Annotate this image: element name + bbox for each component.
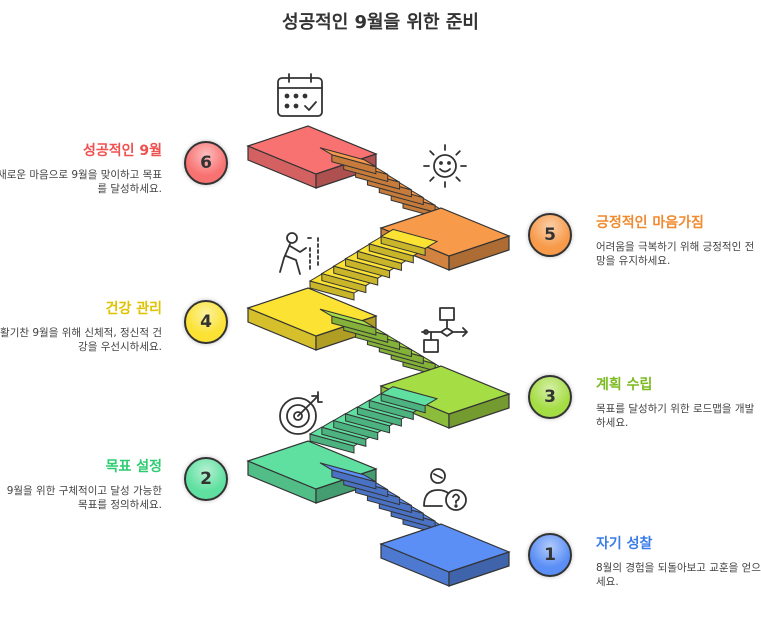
step-title: 건강 관리 bbox=[105, 301, 162, 317]
stair-tread bbox=[319, 308, 377, 329]
step-title: 성공적인 9월 bbox=[82, 143, 162, 159]
person-question-icon bbox=[423, 468, 467, 511]
step-title: 자기 성찰 bbox=[596, 536, 653, 552]
stair-tread bbox=[379, 386, 439, 407]
step-desc: 활기찬 9월을 위해 신체적, 정신적 건강을 우선시하세요. bbox=[0, 327, 162, 353]
stair-tread bbox=[379, 228, 439, 249]
step-title: 목표 설정 bbox=[105, 459, 162, 475]
page-title: 성공적인 9월을 위한 준비 bbox=[282, 12, 479, 33]
step-text-5: 긍정적인 마음가짐 어려움을 극복하기 위해 긍정적인 전망을 유지하세요. bbox=[596, 212, 761, 268]
calendar-icon bbox=[277, 73, 323, 117]
step-desc: 새로운 마음으로 9월을 맞이하고 목표를 달성하세요. bbox=[0, 169, 162, 195]
step-title: 긍정적인 마음가짐 bbox=[596, 215, 704, 231]
step-badge-4: 4 bbox=[184, 300, 228, 344]
target-icon bbox=[279, 391, 323, 435]
sun-icon bbox=[423, 144, 467, 188]
step-title: 계획 수립 bbox=[596, 377, 653, 393]
step-text-6: 성공적인 9월 새로운 마음으로 9월을 맞이하고 목표를 달성하세요. bbox=[0, 140, 162, 196]
flowchart-icon bbox=[421, 307, 468, 353]
step-badge-1: 1 bbox=[528, 533, 572, 577]
step-desc: 목표를 달성하기 위한 로드맵을 개발하세요. bbox=[596, 403, 755, 429]
stair-tread bbox=[319, 147, 377, 168]
step-text-1: 자기 성찰 8월의 경험을 되돌아보고 교훈을 얻으세요. bbox=[596, 533, 761, 589]
stair-tread bbox=[319, 462, 377, 483]
step-desc: 9월을 위한 구체적이고 달성 가능한 목표를 정의하세요. bbox=[6, 485, 162, 511]
step-text-3: 계획 수립 목표를 달성하기 위한 로드맵을 개발하세요. bbox=[596, 374, 761, 430]
step-badge-3: 3 bbox=[528, 375, 572, 419]
step-badge-5: 5 bbox=[528, 213, 572, 257]
step-badge-2: 2 bbox=[184, 457, 228, 501]
step-desc: 8월의 경험을 되돌아보고 교훈을 얻으세요. bbox=[596, 562, 761, 588]
platform-1 bbox=[379, 523, 511, 573]
step-text-4: 건강 관리 활기찬 9월을 위해 신체적, 정신적 건강을 우선시하세요. bbox=[0, 298, 162, 354]
step-text-2: 목표 설정 9월을 위한 구체적이고 달성 가능한 목표를 정의하세요. bbox=[0, 456, 162, 512]
step-desc: 어려움을 극복하기 위해 긍정적인 전망을 유지하세요. bbox=[596, 241, 755, 267]
step-badge-6: 6 bbox=[184, 141, 228, 185]
person-walking-icon bbox=[279, 232, 319, 275]
